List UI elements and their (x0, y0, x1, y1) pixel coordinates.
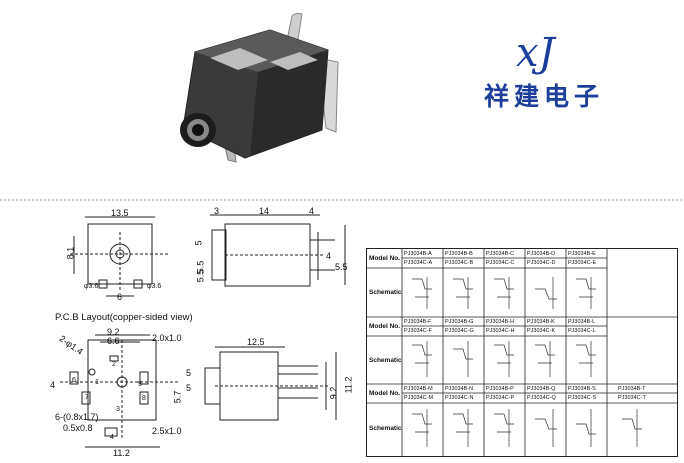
pcb-w1-label: 9.2 (107, 327, 120, 337)
model-cell: PJ3034C-G (445, 328, 474, 334)
model-schematic-table: Model No. Schematic Model No. Schematic … (366, 248, 678, 457)
model-cell: PJ3034C-N (445, 395, 474, 401)
front-h2-label: 9.2 (328, 386, 339, 400)
model-cell: PJ3034C-D (527, 260, 556, 266)
company-name: 祥建电子 (484, 82, 605, 111)
pcb-n2-label: 0.5x0.8 (63, 423, 93, 433)
model-cell: PJ3034C-A (404, 260, 433, 266)
model-cell: PJ3034C-K (527, 328, 556, 334)
model-label-1: Model No. (369, 255, 401, 262)
model-cell: PJ3034B-D (527, 251, 556, 257)
pcb-pin-8: 8 (142, 395, 146, 402)
pcb-title: P.C.B Layout(copper-sided view) (55, 312, 193, 323)
model-cell: PJ3034B-F (404, 319, 432, 325)
model-cell: PJ3034B-L (568, 319, 596, 325)
side-view-drawing (210, 214, 346, 287)
schematic-label-2: Schematic (369, 357, 402, 364)
model-cell: PJ3034C-H (486, 328, 515, 334)
model-cell: PJ3034C-F (404, 328, 432, 334)
model-cell: PJ3034C-S (568, 395, 597, 401)
top-view-drawing (70, 216, 170, 297)
side-h1-label: 5 (193, 240, 204, 246)
model-cell: PJ3034C-C (486, 260, 515, 266)
model-cell: PJ3034B-E (568, 251, 596, 257)
model-cell: PJ3034B-K (527, 319, 555, 325)
model-cell: PJ3034B-T (618, 386, 646, 392)
model-cell: PJ3034C-T (618, 395, 646, 401)
pcb-v3-label: 5 (186, 383, 192, 393)
side-d2-label: 14 (259, 206, 270, 216)
top-hole-right-label: φ3.6 (147, 283, 162, 290)
model-cell: PJ3034B-H (486, 319, 515, 325)
pcb-v1-label: 4 (50, 380, 56, 390)
schematic-label-3: Schematic (369, 425, 402, 432)
side-d1-label: 3 (214, 206, 220, 216)
model-cell: PJ3034B-G (445, 319, 474, 325)
pcb-hole-label: 2.0x1.0 (152, 333, 182, 343)
pcb-v2-label: 5 (186, 368, 192, 378)
model-cell: PJ3034C-M (404, 395, 434, 401)
pcb-bottom-label: 11.2 (113, 448, 130, 458)
company-logo-mark: xJ (516, 30, 555, 76)
pcb-n3-label: 2.5x1.0 (152, 426, 182, 436)
model-cell: PJ3034C-Q (527, 395, 556, 401)
side-h3-label: 5.5 (195, 269, 206, 283)
model-cell: PJ3034C-E (568, 260, 597, 266)
model-cell: PJ3034B-N (445, 386, 474, 392)
model-label-2: Model No. (369, 323, 401, 330)
front-h1-label: 11.2 (343, 376, 354, 394)
side-r1-label: 4 (326, 251, 332, 261)
side-d3-label: 4 (309, 206, 315, 216)
pcb-w2-label: 6.6 (107, 336, 120, 346)
pcb-n1-label: 6-(0.8x1.7) (55, 412, 99, 422)
model-cell: PJ3034B-S (568, 386, 596, 392)
pcb-pin-2: 2 (112, 361, 116, 368)
pcb-pin-4: 4 (110, 434, 114, 441)
top-height-label: 8.1 (65, 246, 76, 260)
pcb-pin-3: 3 (116, 406, 120, 413)
model-cell: PJ3034B-M (404, 386, 433, 392)
pcb-pin-7: 7 (85, 394, 89, 401)
pcb-pin-5: 5 (138, 381, 142, 388)
table-grid (367, 249, 677, 456)
pcb-pin-6: 6 (72, 377, 76, 384)
pcb-pin-1: 1 (95, 379, 99, 386)
model-cell: PJ3034C-P (486, 395, 515, 401)
model-label-3: Model No. (369, 390, 401, 397)
pcb-v4-label: 5.7 (172, 390, 183, 404)
front-width-label: 12.5 (247, 337, 265, 347)
schematic-label-1: Schematic (369, 289, 402, 296)
model-cell: PJ3034B-C (486, 251, 515, 257)
pcb-layout-drawing (60, 334, 180, 448)
top-width-label: 13.5 (111, 208, 129, 218)
top-pin-label: 6 (117, 292, 123, 302)
model-cell: PJ3034B-B (445, 251, 473, 257)
side-r2-label: 5.5 (335, 262, 348, 272)
model-cell: PJ3034B-Q (527, 386, 556, 392)
model-cell: PJ3034C-B (445, 260, 474, 266)
model-cell: PJ3034C-L (568, 328, 596, 334)
model-cell: PJ3034B-A (404, 251, 432, 257)
front-view-drawing (204, 346, 337, 421)
top-hole-left-label: φ3.6 (84, 283, 99, 290)
model-cell: PJ3034B-P (486, 386, 514, 392)
